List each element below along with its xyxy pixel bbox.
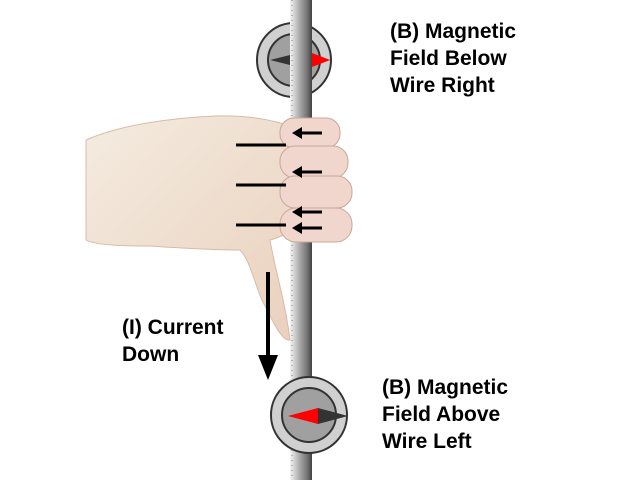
label-line: Down — [122, 343, 180, 366]
label-line: Wire Right — [390, 74, 495, 97]
label-line: Field Above — [382, 403, 501, 426]
label-top-field: (B) Magnetic Field Below Wire Right — [390, 18, 516, 99]
label-line: (B) Magnetic — [390, 20, 516, 43]
field-arrows — [236, 127, 322, 234]
label-line: Wire Left — [382, 430, 472, 453]
current-arrow — [258, 272, 278, 380]
label-line: Field Below — [390, 47, 507, 70]
compass-bottom — [270, 376, 348, 454]
compass-needle-south — [270, 54, 294, 66]
label-line: (I) Current — [122, 316, 224, 339]
compass-needle-north — [288, 408, 318, 424]
label-bottom-field: (B) Magnetic Field Above Wire Left — [382, 374, 508, 455]
label-line: (B) Magnetic — [382, 376, 508, 399]
label-current: (I) Current Down — [122, 314, 224, 368]
compass-needle-south — [318, 408, 348, 424]
